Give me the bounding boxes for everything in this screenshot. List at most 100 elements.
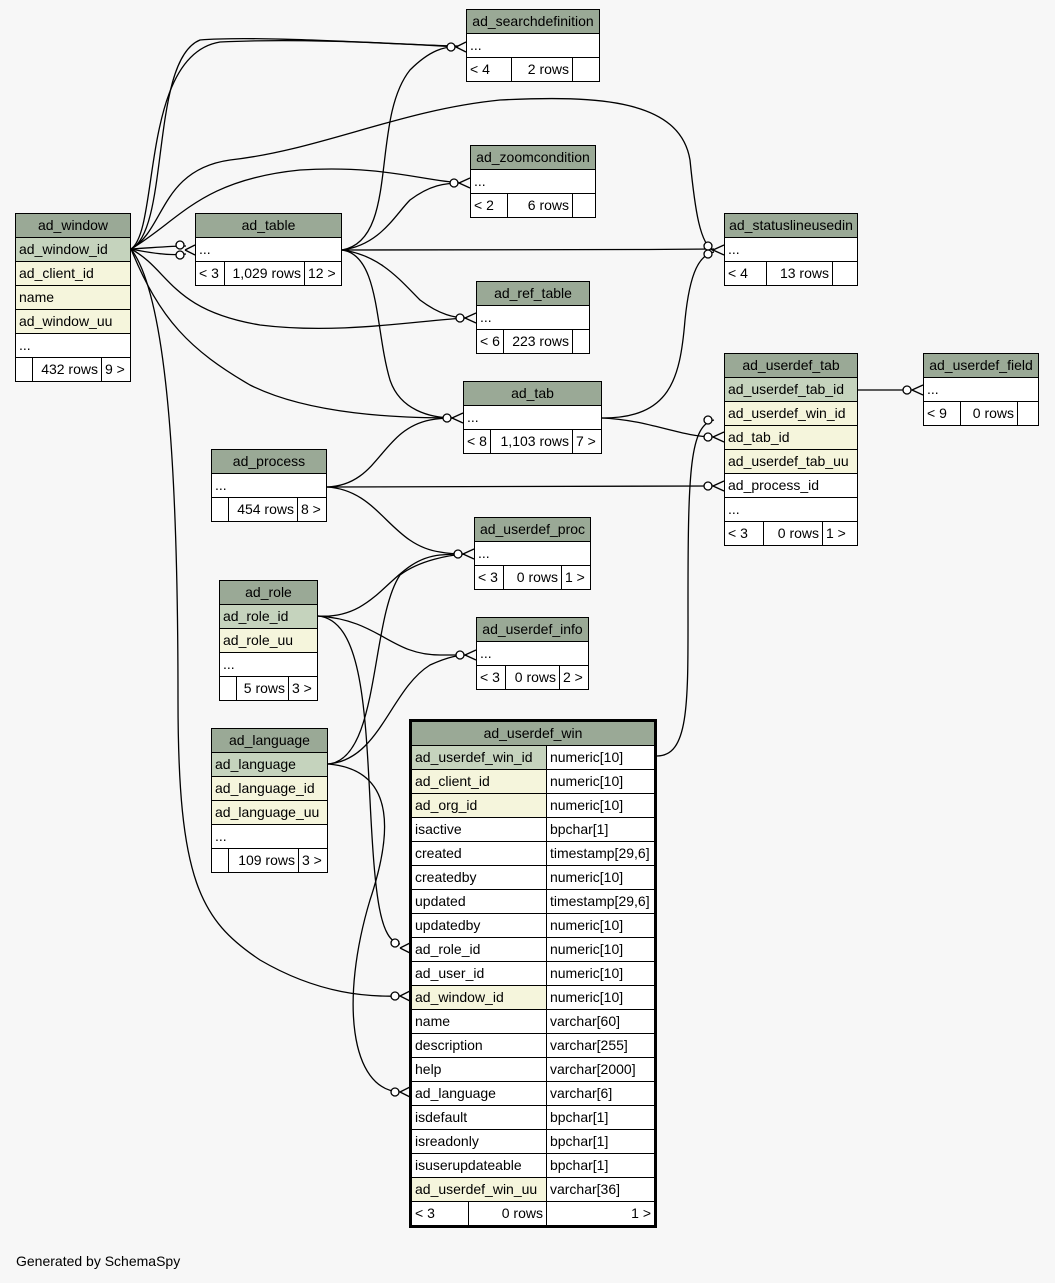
parents-count[interactable]: < 3 [476, 665, 506, 690]
column-name[interactable]: updatedby [410, 913, 547, 938]
column-name[interactable]: name [410, 1009, 547, 1034]
table-title[interactable]: ad_zoomcondition [470, 145, 596, 170]
children-count[interactable]: 3 > [288, 676, 318, 701]
table-ad-userdef-tab[interactable]: ad_userdef_tab ad_userdef_tab_id ad_user… [724, 353, 858, 546]
column-name[interactable]: description [410, 1033, 547, 1058]
parents-count[interactable] [211, 848, 229, 873]
column-name[interactable]: ad_userdef_win_id [410, 745, 547, 770]
column-ad-language-id[interactable]: ad_language_id [211, 776, 328, 801]
column-ad-role-uu[interactable]: ad_role_uu [219, 628, 318, 653]
column-ad-language[interactable]: ad_language [211, 752, 328, 777]
table-title[interactable]: ad_userdef_win [410, 720, 656, 746]
table-title[interactable]: ad_userdef_proc [474, 517, 591, 542]
parents-count[interactable] [219, 676, 237, 701]
table-title[interactable]: ad_searchdefinition [466, 9, 600, 34]
parents-count[interactable]: < 3 [474, 565, 504, 590]
column-ad-userdef-tab-uu[interactable]: ad_userdef_tab_uu [724, 449, 858, 474]
column-name[interactable]: created [410, 841, 547, 866]
children-count[interactable]: 2 > [559, 665, 589, 690]
children-count[interactable]: 1 > [545, 1201, 657, 1227]
children-count[interactable] [832, 261, 858, 286]
column-name[interactable]: isactive [410, 817, 547, 842]
column-name[interactable]: ad_org_id [410, 793, 547, 818]
parents-count[interactable] [211, 497, 229, 522]
parents-count[interactable]: < 3 [724, 521, 764, 546]
children-count[interactable]: 1 > [561, 565, 591, 590]
column-name[interactable]: ad_client_id [410, 769, 547, 794]
children-count[interactable]: 1 > [822, 521, 858, 546]
parents-count[interactable]: < 4 [466, 57, 512, 82]
table-title[interactable]: ad_userdef_field [923, 353, 1039, 378]
parents-count[interactable]: < 8 [463, 429, 491, 454]
column-ad-userdef-tab-id[interactable]: ad_userdef_tab_id [724, 377, 858, 402]
table-title[interactable]: ad_statuslineusedin [724, 213, 858, 238]
column-ad-window-uu[interactable]: ad_window_uu [15, 309, 131, 334]
parents-count[interactable]: < 2 [470, 193, 508, 218]
table-title[interactable]: ad_ref_table [476, 281, 590, 306]
column-name[interactable]: ad_language [410, 1081, 547, 1106]
children-count[interactable] [572, 193, 596, 218]
column-name[interactable]: ad_window_id [410, 985, 547, 1010]
parents-count[interactable]: < 6 [476, 329, 504, 354]
table-title[interactable]: ad_table [195, 213, 342, 238]
column-name[interactable]: ad_role_id [410, 937, 547, 962]
parents-count[interactable]: < 3 [410, 1201, 469, 1227]
table-title[interactable]: ad_role [219, 580, 318, 605]
table-ad-role[interactable]: ad_role ad_role_id ad_role_uu ... 5 rows… [219, 580, 318, 701]
column-name[interactable]: isreadonly [410, 1129, 547, 1154]
table-ad-table[interactable]: ad_table ... < 3 1,029 rows 12 > [195, 213, 342, 286]
table-title[interactable]: ad_process [211, 449, 327, 474]
table-ad-userdef-info[interactable]: ad_userdef_info ... < 3 0 rows 2 > [476, 617, 589, 690]
table-title[interactable]: ad_language [211, 728, 328, 753]
column-name[interactable]: help [410, 1057, 547, 1082]
table-ad-tab[interactable]: ad_tab ... < 8 1,103 rows 7 > [463, 381, 602, 454]
table-title[interactable]: ad_tab [463, 381, 602, 406]
parents-count[interactable]: < 4 [724, 261, 767, 286]
column-name[interactable]: isuserupdateable [410, 1153, 547, 1178]
table-ad-statuslineusedin[interactable]: ad_statuslineusedin ... < 4 13 rows [724, 213, 858, 286]
table-ad-window[interactable]: ad_window ad_window_id ad_client_id name… [15, 213, 131, 382]
table-ad-searchdefinition[interactable]: ad_searchdefinition ... < 4 2 rows [466, 9, 600, 82]
table-title[interactable]: ad_userdef_info [476, 617, 589, 642]
children-count[interactable] [572, 329, 590, 354]
column-ad-process-id[interactable]: ad_process_id [724, 473, 858, 498]
column-ad-role-id[interactable]: ad_role_id [219, 604, 318, 629]
table-ad-language[interactable]: ad_language ad_language ad_language_id a… [211, 728, 328, 873]
column-name[interactable]: createdby [410, 865, 547, 890]
parents-count[interactable]: < 9 [923, 401, 961, 426]
table-ad-userdef-proc[interactable]: ad_userdef_proc ... < 3 0 rows 1 > [474, 517, 591, 590]
children-count[interactable]: 8 > [297, 497, 327, 522]
column-name[interactable]: ad_userdef_win_uu [410, 1177, 547, 1202]
column-name[interactable]: ad_user_id [410, 961, 547, 986]
column-ad-userdef-win-id[interactable]: ad_userdef_win_id [724, 401, 858, 426]
column-ad-language-uu[interactable]: ad_language_uu [211, 800, 328, 825]
column-name[interactable]: name [15, 285, 131, 310]
children-count[interactable]: 7 > [572, 429, 602, 454]
children-count[interactable]: 9 > [101, 357, 131, 382]
column-name[interactable]: updated [410, 889, 547, 914]
table-title[interactable]: ad_window [15, 213, 131, 238]
column-ad-client-id[interactable]: ad_client_id [15, 261, 131, 286]
table-ad-process[interactable]: ad_process ... 454 rows 8 > [211, 449, 327, 522]
table-ad-zoomcondition[interactable]: ad_zoomcondition ... < 2 6 rows [470, 145, 596, 218]
children-count[interactable]: 12 > [304, 261, 342, 286]
parents-count[interactable] [15, 357, 33, 382]
children-count[interactable] [1017, 401, 1039, 426]
children-count[interactable]: 3 > [298, 848, 328, 873]
